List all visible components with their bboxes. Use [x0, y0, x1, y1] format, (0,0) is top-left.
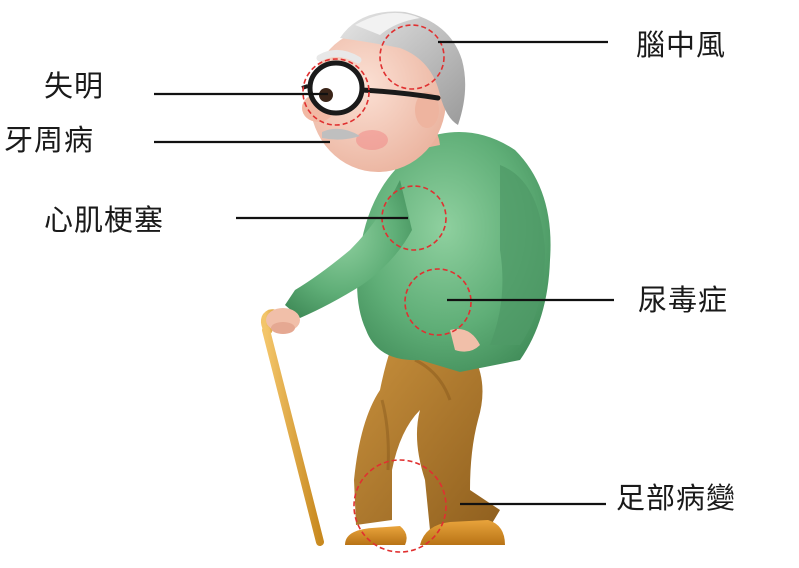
cane	[265, 314, 320, 542]
label-stroke: 腦中風	[636, 31, 726, 60]
label-blindness: 失明	[44, 72, 104, 101]
label-foot-lesion: 足部病變	[616, 484, 736, 513]
shoes	[345, 520, 505, 545]
label-uremia: 尿毒症	[638, 286, 728, 315]
label-periodontal: 牙周病	[4, 126, 94, 155]
label-myocardial-infarction: 心肌梗塞	[44, 206, 164, 235]
shirt	[266, 132, 551, 372]
